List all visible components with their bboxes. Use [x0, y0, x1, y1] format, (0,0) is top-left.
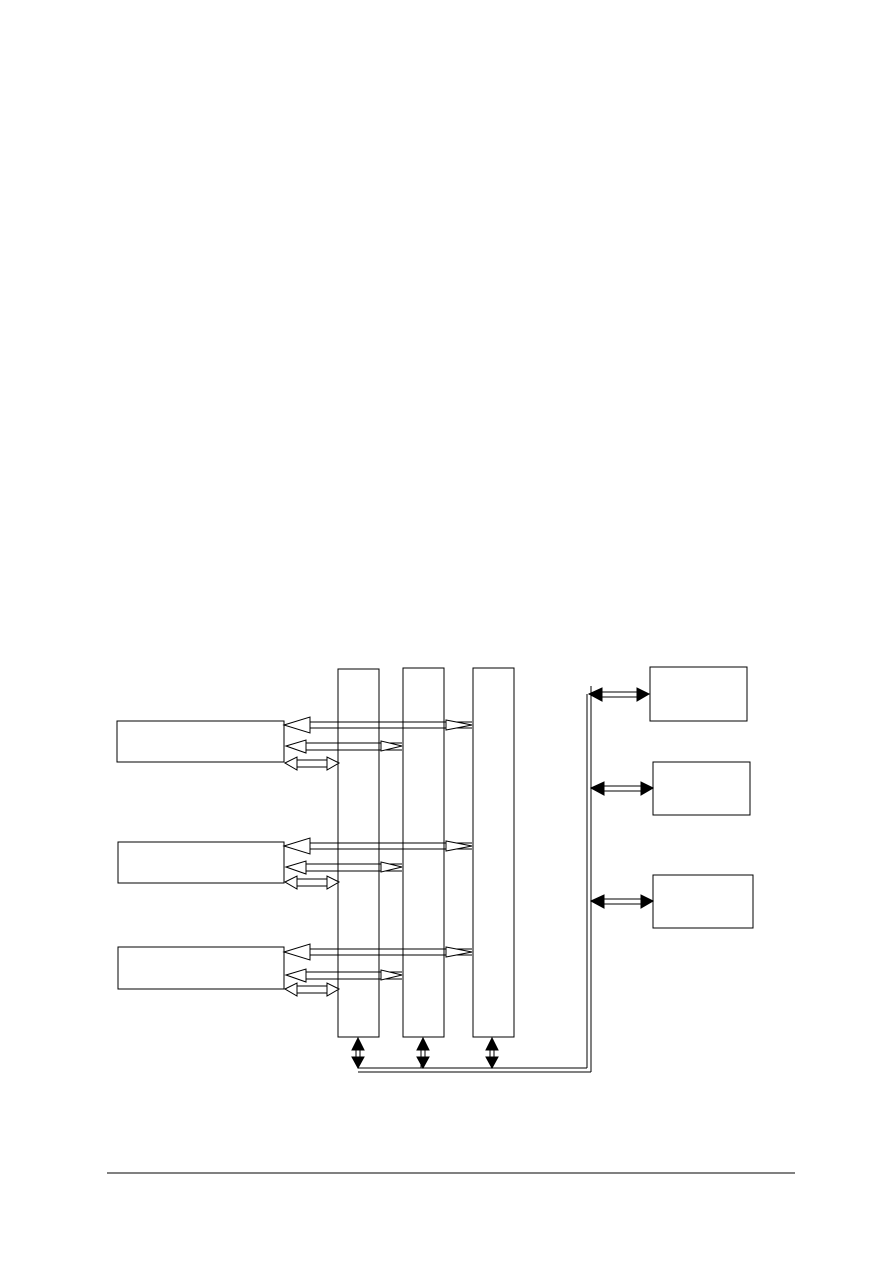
connector-group-1: [282, 716, 473, 771]
left-module-1: [116, 720, 285, 763]
right-module-2: [652, 761, 751, 816]
bus-column-1: [337, 668, 380, 1038]
hollow-arrow-right: [380, 969, 403, 981]
hollow-arrow-right: [445, 840, 473, 852]
hollow-arrow-left: [284, 739, 307, 754]
hollow-arrow-left: [282, 943, 311, 961]
hollow-arrow-right: [445, 719, 473, 731]
bus-column-2: [402, 667, 445, 1038]
hollow-arrow-right: [445, 946, 473, 958]
solid-arrow-right: [640, 894, 655, 909]
bus-column-3: [472, 667, 515, 1038]
hollow-arrow-left: [283, 982, 298, 997]
solid-arrow-left: [587, 687, 603, 702]
solid-arrow-down: [485, 1056, 499, 1070]
hollow-arrow-left: [283, 756, 298, 771]
hollow-arrow-right: [380, 740, 403, 752]
solid-arrow-up: [485, 1036, 499, 1051]
solid-arrow-up: [351, 1036, 365, 1051]
solid-arrow-right: [640, 781, 655, 796]
hollow-arrow-right: [326, 875, 341, 890]
connector-group-2: [282, 837, 473, 890]
solid-arrow-down: [416, 1056, 430, 1070]
hollow-arrow-right: [326, 756, 341, 771]
solid-arrow-up: [416, 1036, 430, 1051]
solid-arrow-right: [636, 687, 651, 702]
left-module-3: [117, 946, 285, 990]
solid-arrow-down: [351, 1056, 365, 1070]
hollow-arrow-left: [283, 875, 298, 890]
hollow-arrow-left: [282, 716, 311, 734]
hollow-arrow-right: [380, 861, 403, 873]
solid-arrow-left: [589, 781, 605, 796]
left-module-2: [117, 841, 285, 884]
bottom-bus: [351, 686, 592, 1073]
hollow-arrow-left: [282, 837, 311, 855]
hollow-arrow-right: [326, 982, 341, 997]
right-module-3: [652, 874, 754, 929]
hollow-arrow-left: [284, 860, 307, 875]
solid-arrow-left: [589, 894, 605, 909]
connector-group-3: [282, 943, 473, 997]
right-connectors: [587, 687, 655, 909]
right-module-1: [649, 666, 748, 722]
hollow-arrow-left: [284, 968, 307, 983]
